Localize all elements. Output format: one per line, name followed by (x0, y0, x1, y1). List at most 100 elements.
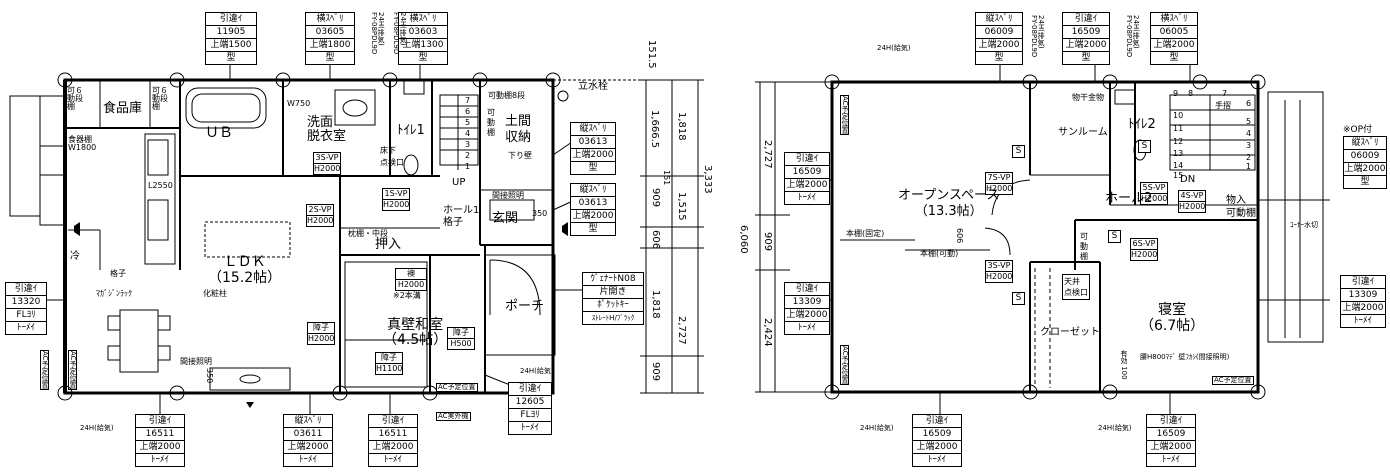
window-glass: ﾄｰﾒｲ (1161, 455, 1180, 465)
window-type: 縦ｽﾍﾞﾘ (976, 13, 1022, 26)
door-code: 1S-VP (383, 189, 409, 200)
window-type: 引違ｲ (369, 415, 417, 428)
window-glass: 型 (588, 224, 598, 234)
stairs-up: UP (452, 177, 466, 188)
window-height: 上端2000 (284, 441, 332, 454)
stairs-down: DN (1180, 174, 1196, 185)
s-marker: S (1108, 230, 1121, 243)
room-storage: 物入 可動棚 (1226, 195, 1256, 219)
window-glass: 型 (226, 53, 236, 63)
fridge: 冷 (70, 251, 80, 262)
vent-exhaust-3: 24H(排気) FY-08PDL9D (1030, 15, 1045, 58)
room-hall-1: ホール1 格子 (443, 205, 480, 228)
window-code: 16511 (369, 428, 417, 441)
stair-step: 7 (1222, 89, 1228, 98)
dim-r1: 151.5 (646, 40, 657, 69)
two-grooves: ※2本溝 (393, 291, 421, 300)
door-code: 2S-VP (307, 205, 333, 216)
stair-step: 9 (1173, 89, 1179, 98)
window-height: 上端2000 (369, 441, 417, 454)
shelf-mid: 枕棚・中段 (348, 229, 388, 238)
window-glass: ﾄｰﾒｲ (520, 423, 539, 433)
window-glass: 型 (994, 53, 1004, 63)
room-closet: クローゼット (1040, 327, 1100, 338)
dim-r5: 151 (662, 170, 671, 186)
dim-l3: 6,060 (738, 225, 749, 254)
door-height: H2000 (1179, 202, 1206, 211)
window-type: 横ｽﾍﾞﾘ (306, 13, 354, 26)
window-glass: ﾄｰﾒｲ (298, 455, 317, 465)
floor-hatch: 床下 点検口 (380, 146, 404, 167)
ac-outdoor: AC実外機 (436, 412, 471, 421)
room-toilet-1: ﾄｲﾚ1 (397, 123, 425, 138)
decorative-pillar: 化粧柱 (203, 289, 227, 298)
stair-step: 3 (465, 140, 471, 149)
ac-plan-2b: AC予定位置 (68, 350, 77, 390)
stair-step: 10 (1173, 111, 1184, 120)
window-type: 引違ｲ (1147, 415, 1195, 428)
stair-step: 14 (1173, 161, 1184, 170)
door-type: 襖 (396, 269, 426, 280)
door-code: 6S-VP (1131, 239, 1157, 250)
stair-step: 12 (1173, 137, 1184, 146)
door-height: H2000 (1131, 250, 1158, 259)
room-bedroom: 寝室 （6.7帖） (1140, 302, 1205, 334)
window-type: 引違ｲ (509, 383, 551, 396)
window-code: 13320 (6, 296, 46, 309)
door-swing: 片開き (583, 286, 643, 299)
stair-step: 1 (465, 162, 471, 171)
door-code: 3S-VP (314, 153, 340, 164)
drop-wall: 下り壁 (508, 151, 532, 160)
door-height: H2000 (308, 334, 335, 343)
f2-outer-wall (830, 80, 1260, 394)
window-height: 上端2000 (571, 211, 615, 223)
dim-l2: 909 (762, 232, 773, 252)
dim-r6: 1,515 (676, 192, 687, 221)
vent-exhaust-1: 24H(排気) FY-08PDL9D (370, 12, 385, 55)
window-height: 上端2000 (1147, 441, 1195, 454)
stair-step: 5 (465, 118, 471, 127)
vent-intake-2c: 24H(給気) (1098, 424, 1132, 432)
lattice: 格子 (110, 269, 126, 278)
window-type: 縦ｽﾍﾞﾘ (571, 184, 615, 197)
door-code: 5S-VP (1141, 183, 1167, 194)
stair-step: 7 (465, 96, 471, 105)
stair-step: 1 (1246, 162, 1252, 171)
window-glass: ﾄｰﾒｲ (797, 323, 816, 333)
room-sunroom: サンルーム (1058, 127, 1108, 138)
window-glass: 型 (325, 53, 335, 63)
window-code: 16509 (1063, 26, 1109, 39)
shelf-label-b: 可６ 動段 棚 (152, 86, 168, 111)
door-model: ｳﾞｪﾅｰﾄN08 (583, 273, 643, 286)
room-entrance: 玄関 (492, 211, 519, 226)
dim-r4: 909 (650, 188, 661, 208)
stair-step: 11 (1173, 124, 1184, 133)
corner-flashing: ｺｰﾅｰ水切 (1290, 221, 1318, 229)
window-type: 縦ｽﾍﾞﾘ (571, 123, 615, 136)
vent-exhaust-2: 24H(排気) FY-08PDL9D (392, 12, 407, 55)
window-height: 上端2000 (136, 441, 184, 454)
window-type: 引違ｲ (913, 415, 961, 428)
window-type: 引違ｲ (206, 13, 256, 26)
s-marker: S (1012, 292, 1025, 305)
window-code: 12605 (509, 396, 551, 409)
stair-step: 8 (1188, 89, 1194, 98)
shelf-label-a: 可６ 動段 棚 (67, 86, 83, 111)
